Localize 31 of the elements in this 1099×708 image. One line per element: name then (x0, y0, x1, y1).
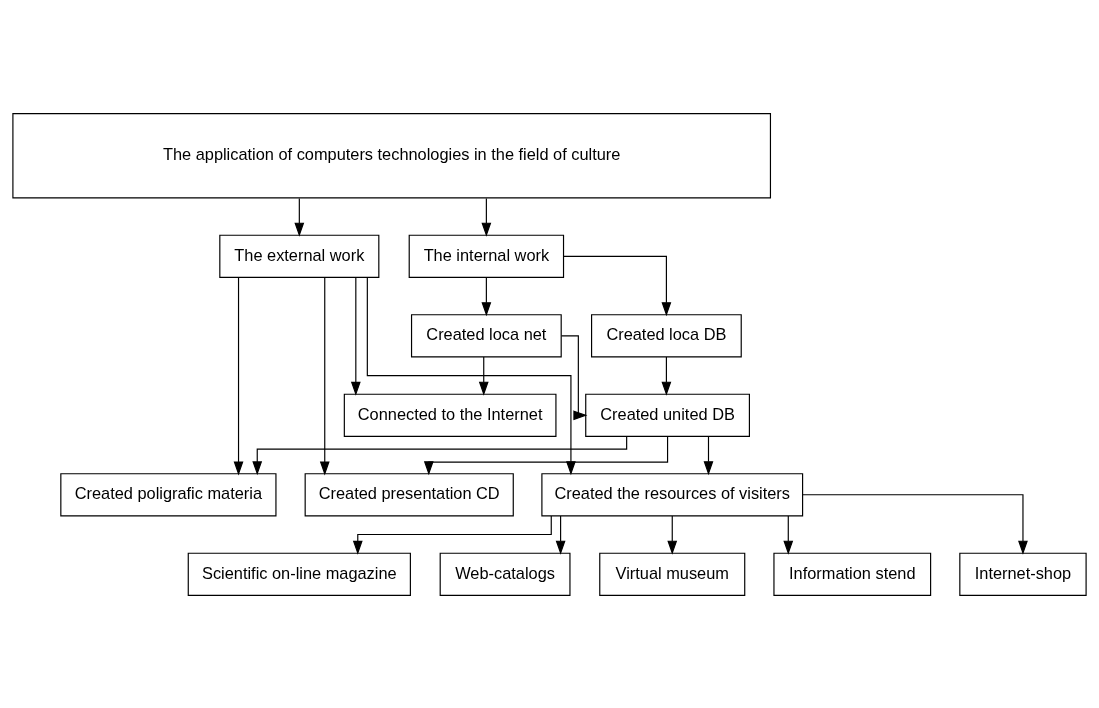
arrow (783, 515, 794, 555)
node-box: Connected to the Internet (343, 393, 557, 437)
node-box: Created loca net (410, 313, 562, 357)
arrow (703, 435, 714, 475)
arrow (294, 197, 305, 237)
arrow (319, 276, 330, 475)
arrow (563, 255, 672, 316)
node-box: Created poligrafic materia (60, 472, 277, 516)
node-box: Virtual museum (599, 552, 746, 596)
arrow (350, 276, 361, 396)
arrow (555, 515, 566, 555)
node-box: Created loca DB (591, 313, 742, 357)
arrow (352, 514, 552, 555)
arrow (661, 356, 672, 396)
node-box: The internal work (408, 234, 565, 278)
arrow (667, 515, 678, 555)
node-box: Internet-shop (959, 552, 1087, 596)
arrow (233, 276, 244, 475)
node-box: The external work (219, 234, 380, 278)
arrow (478, 356, 489, 396)
node-box: Web-catalogs (439, 552, 571, 596)
node-box: Scientific on-line magazine (187, 552, 411, 596)
arrow (481, 197, 492, 237)
arrow (481, 276, 492, 316)
arrow (560, 334, 588, 420)
node-box: The application of computers technologies in the field of culture (12, 112, 772, 198)
node-box: Information stend (773, 552, 932, 596)
node-box: Created united DB (585, 393, 750, 437)
node-box: Created the resources of visiters (541, 472, 804, 516)
arrow (802, 493, 1028, 555)
node-box: Created presentation CD (304, 472, 514, 516)
